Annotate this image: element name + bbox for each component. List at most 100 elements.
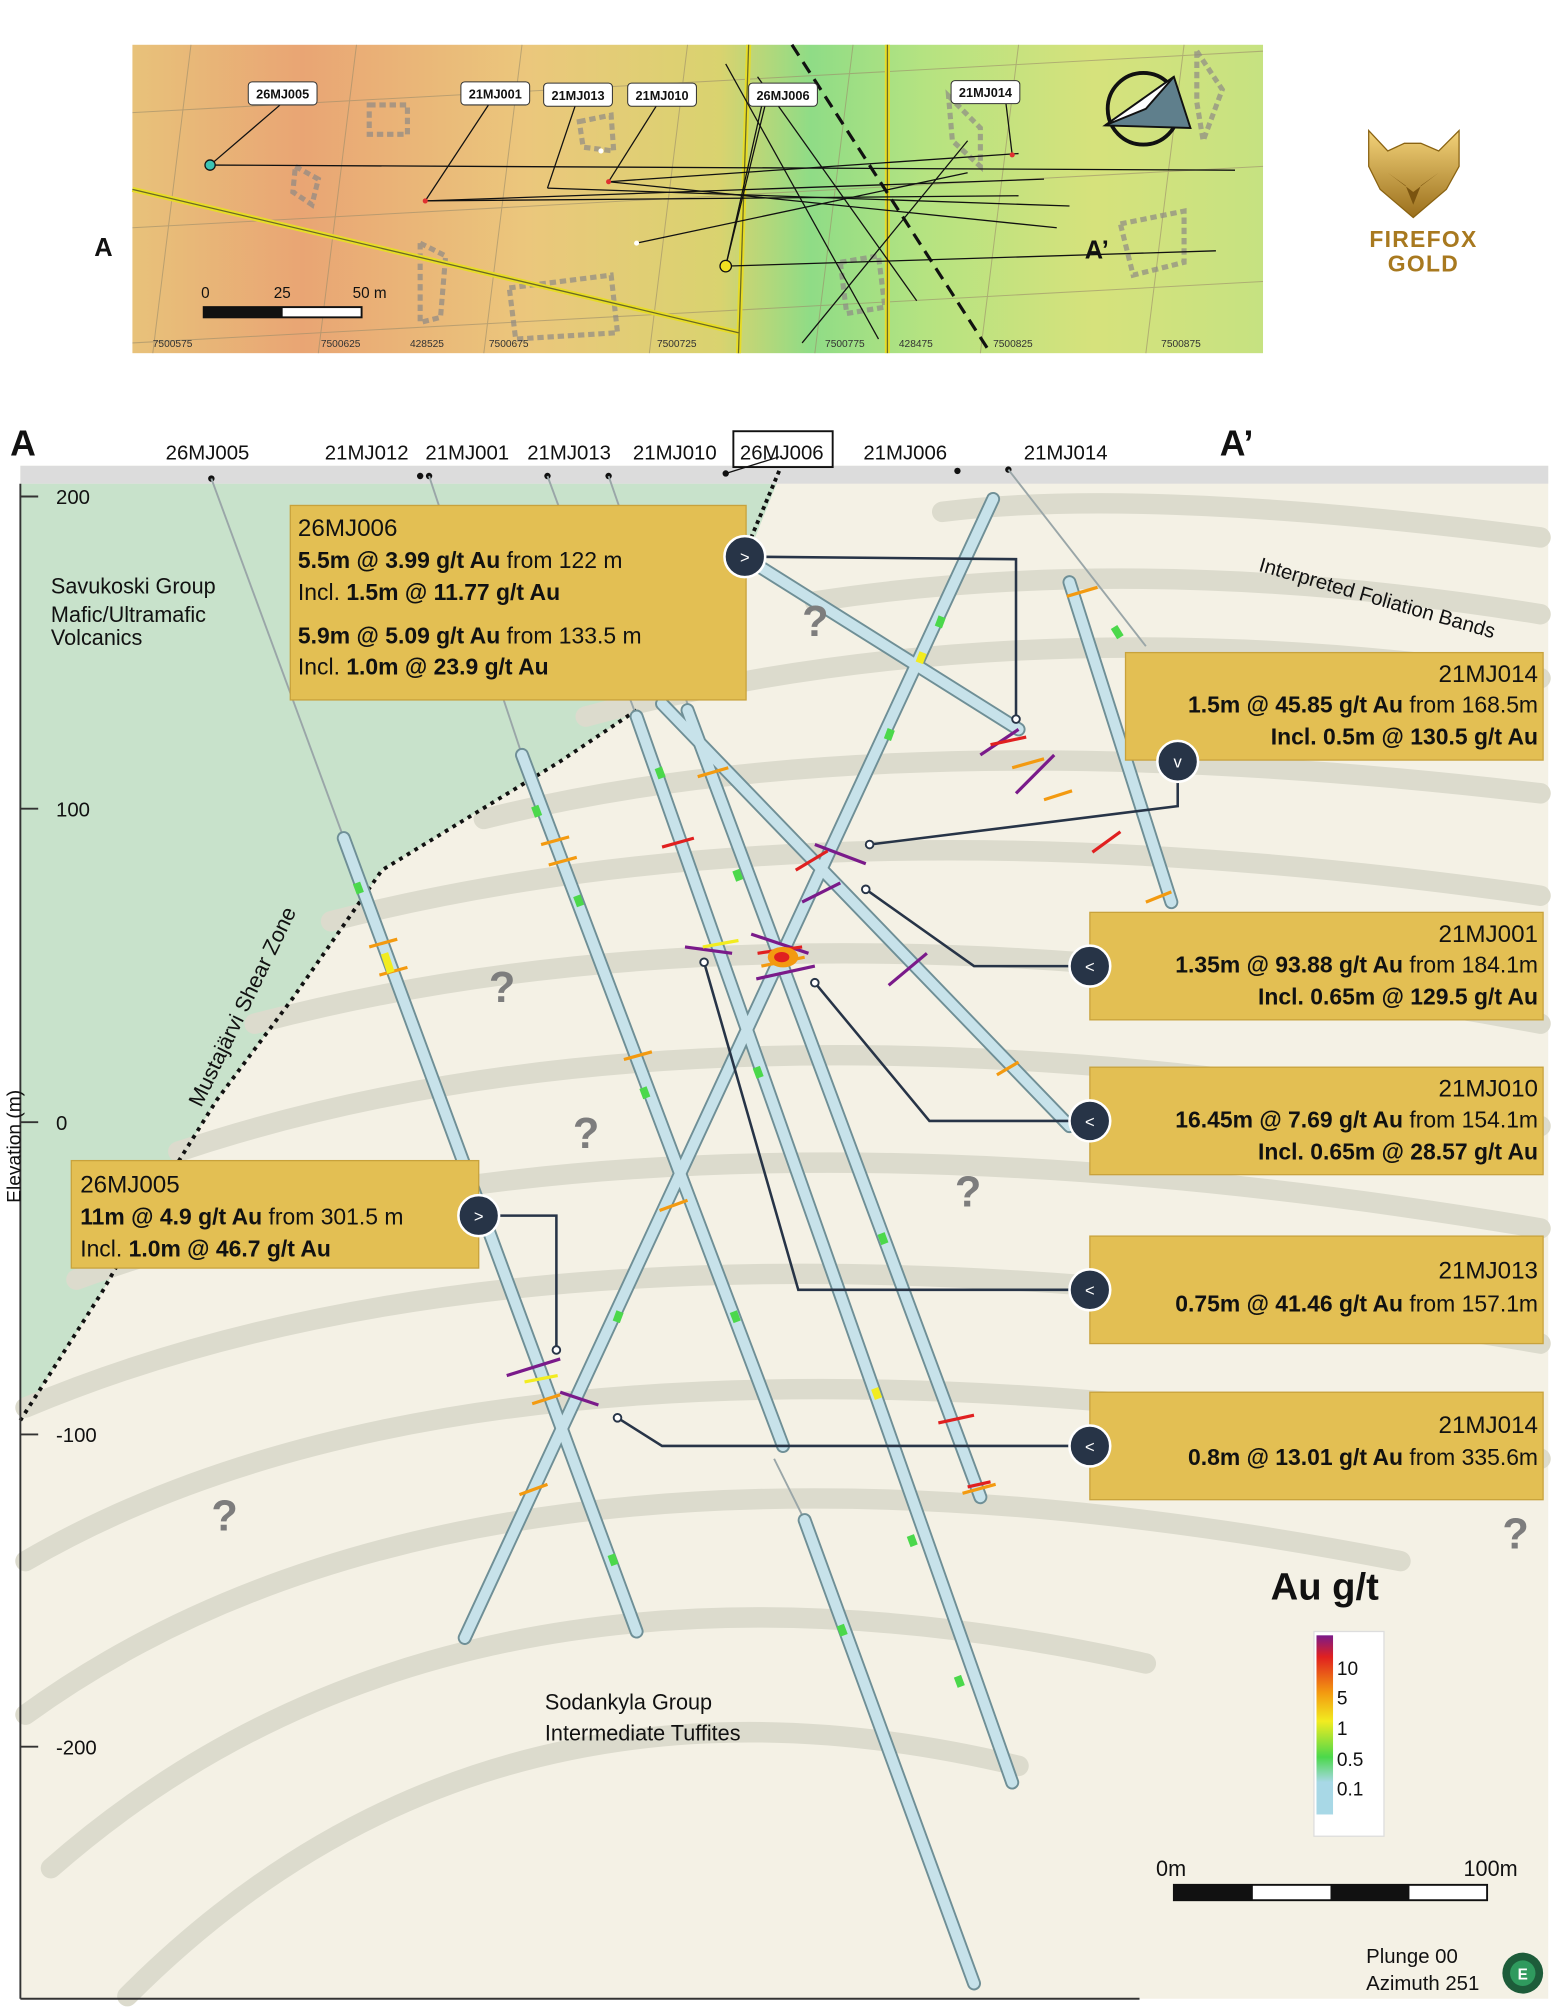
- svg-text:428475: 428475: [899, 339, 933, 350]
- y-tick-100: 100: [56, 799, 90, 821]
- callout-21mj014-lower: 21MJ014 0.8m @ 13.01 g/t Au from 335.6m …: [1068, 1391, 1544, 1501]
- callout-arrow-button[interactable]: <: [1068, 944, 1112, 988]
- svg-text:>: >: [474, 1207, 484, 1226]
- hole-label-box: [732, 430, 834, 469]
- assay-intercepts: [368, 585, 1172, 1497]
- map-hole-label-26mj006: 26MJ006: [748, 82, 818, 107]
- callout-title: 21MJ001: [1439, 921, 1539, 948]
- hole-label: 26MJ006: [740, 442, 824, 464]
- map-hole-label-21mj010: 21MJ010: [627, 82, 697, 107]
- section-label-a-prime: A’: [1220, 423, 1254, 463]
- svg-text:0.75m @ 41.46 g/t Au from 157.: 0.75m @ 41.46 g/t Au from 157.1m: [1175, 1291, 1538, 1317]
- plunge-label: Plunge 00: [1366, 1946, 1458, 1968]
- svg-text:0: 0: [201, 285, 209, 302]
- callout-arrow-button[interactable]: <: [1068, 1099, 1112, 1143]
- low-grade-segments: [352, 615, 1124, 1688]
- svg-text:11m @ 4.9 g/t Au from 301.5 m: 11m @ 4.9 g/t Au from 301.5 m: [80, 1204, 403, 1230]
- callout-title: 21MJ013: [1439, 1257, 1539, 1284]
- map-hole-label-21mj001: 21MJ001: [460, 81, 531, 106]
- svg-text:?: ?: [211, 1492, 237, 1540]
- svg-text:7500625: 7500625: [321, 339, 361, 350]
- y-tick-200: 200: [56, 487, 90, 509]
- firefox-gold-logo: FIREFOX GOLD: [1368, 128, 1477, 276]
- map-hole-text: 26MJ005: [256, 86, 309, 101]
- svg-text:?: ?: [1502, 1510, 1528, 1558]
- compass-icon: E: [1502, 1952, 1544, 1994]
- legend-tick-0-5: 0.5: [1337, 1750, 1364, 1771]
- svg-text:?: ?: [573, 1110, 599, 1158]
- svg-text:5.5m @ 3.99 g/t Au from 122 m: 5.5m @ 3.99 g/t Au from 122 m: [298, 547, 623, 573]
- svg-text:50 m: 50 m: [353, 285, 387, 302]
- hole-label: 26MJ005: [166, 442, 250, 464]
- section-label-a: A: [10, 423, 36, 463]
- map-easting-ticks: 7500575 7500625 428525 7500675 7500725 7…: [153, 339, 1201, 350]
- callout-arrow-button[interactable]: <: [1068, 1424, 1112, 1468]
- svg-text:?: ?: [489, 964, 515, 1012]
- svg-text:Incl. 1.5m @ 11.77 g/t Au: Incl. 1.5m @ 11.77 g/t Au: [298, 579, 560, 605]
- svg-text:Mafic/Ultramafic: Mafic/Ultramafic: [51, 602, 206, 627]
- callout-21mj001: 21MJ001 1.35m @ 93.88 g/t Au from 184.1m…: [1068, 911, 1544, 1021]
- svg-text:5.9m @ 5.09 g/t Au from 133.5: 5.9m @ 5.09 g/t Au from 133.5 m: [298, 623, 642, 649]
- svg-text:0.8m @ 13.01 g/t Au from 335.6: 0.8m @ 13.01 g/t Au from 335.6m: [1188, 1444, 1538, 1470]
- hole-label: 21MJ006: [863, 442, 947, 464]
- svg-text:0m: 0m: [1156, 1856, 1186, 1881]
- label-savukoski: Savukoski Group Mafic/Ultramafic Volcani…: [51, 574, 216, 650]
- svg-text:16.45m @ 7.69 g/t Au from 154.: 16.45m @ 7.69 g/t Au from 154.1m: [1175, 1106, 1538, 1132]
- callout-title: 26MJ006: [298, 515, 398, 542]
- svg-text:<: <: [1085, 1112, 1095, 1131]
- callout-arrow-button[interactable]: v: [1156, 739, 1200, 784]
- svg-text:1.5m @ 45.85 g/t Au from 168.5: 1.5m @ 45.85 g/t Au from 168.5m: [1188, 692, 1538, 718]
- y-tick-labels: 200 100 0 -100 -200: [56, 487, 97, 1759]
- view-orientation: Plunge 00 Azimuth 251 E: [1366, 1946, 1544, 1995]
- plan-map: 26MJ005 21MJ001 21MJ013 21MJ010 26MJ006 …: [94, 42, 1264, 355]
- svg-text:<: <: [1085, 1437, 1095, 1456]
- callout-title: 21MJ014: [1439, 661, 1539, 688]
- legend-tick-0-1: 0.1: [1337, 1779, 1364, 1800]
- azimuth-label: Azimuth 251: [1366, 1973, 1479, 1995]
- callout-26mj006: 26MJ006 5.5m @ 3.99 g/t Au from 122 m In…: [289, 504, 767, 701]
- callout-title: 26MJ005: [80, 1172, 180, 1199]
- map-scale-bar: 0 25 50 m: [201, 285, 387, 319]
- svg-text:25: 25: [274, 285, 291, 302]
- label-sodankyla: Sodankyla Group Intermediate Tuffites: [545, 1689, 741, 1745]
- high-grade-cluster: [767, 946, 799, 968]
- svg-text:21MJ014: 21MJ014: [959, 85, 1013, 100]
- svg-text:Incl. 0.5m @ 130.5 g/t Au: Incl. 0.5m @ 130.5 g/t Au: [1271, 724, 1538, 750]
- svg-text:Incl. 0.65m @ 28.57 g/t Au: Incl. 0.65m @ 28.57 g/t Au: [1258, 1138, 1538, 1164]
- callout-arrow-button[interactable]: >: [723, 534, 767, 579]
- logo-line-1: FIREFOX: [1369, 226, 1477, 252]
- svg-text:Incl. 0.65m @ 129.5 g/t Au: Incl. 0.65m @ 129.5 g/t Au: [1258, 983, 1538, 1009]
- map-hole-label-21mj014: 21MJ014: [950, 80, 1021, 105]
- hole-label: 21MJ014: [1024, 442, 1108, 464]
- svg-text:1.35m @ 93.88 g/t Au from 184.: 1.35m @ 93.88 g/t Au from 184.1m: [1175, 951, 1538, 977]
- callout-title: 21MJ010: [1439, 1076, 1539, 1103]
- callout-21mj014-upper: 21MJ014 1.5m @ 45.85 g/t Au from 168.5m …: [1124, 651, 1544, 784]
- hole-label: 21MJ001: [425, 442, 509, 464]
- map-label-a-prime: A’: [1085, 236, 1109, 264]
- svg-text:<: <: [1085, 1281, 1095, 1300]
- svg-text:Volcanics: Volcanics: [51, 625, 143, 650]
- au-legend: Au g/t 10 5 1 0.5 0.1: [1271, 1565, 1385, 1837]
- section-scale-bar: 0m 100m: [1156, 1856, 1518, 1902]
- svg-text:v: v: [1174, 753, 1183, 772]
- callout-26mj005: 26MJ005 11m @ 4.9 g/t Au from 301.5 m In…: [70, 1159, 501, 1269]
- hole-labels: 26MJ005 21MJ012 21MJ001 21MJ013 21MJ010 …: [166, 430, 1108, 469]
- y-tick-minus-200: -200: [56, 1737, 97, 1759]
- svg-text:26MJ006: 26MJ006: [756, 88, 809, 103]
- svg-text:100m: 100m: [1464, 1856, 1518, 1881]
- hole-label: 21MJ013: [527, 442, 611, 464]
- legend-tick-10: 10: [1337, 1659, 1358, 1680]
- svg-text:Savukoski Group: Savukoski Group: [51, 574, 216, 599]
- hole-label: 21MJ010: [633, 442, 717, 464]
- callout-21mj013: 21MJ013 0.75m @ 41.46 g/t Au from 157.1m…: [1068, 1235, 1544, 1345]
- svg-text:<: <: [1085, 957, 1095, 976]
- y-axis-title: Elevation (m): [4, 1090, 25, 1203]
- callout-arrow-button[interactable]: <: [1068, 1268, 1112, 1312]
- callout-arrow-button[interactable]: >: [457, 1193, 501, 1238]
- svg-text:Incl. 1.0m @ 46.7 g/t Au: Incl. 1.0m @ 46.7 g/t Au: [80, 1236, 331, 1262]
- svg-text:>: >: [740, 548, 750, 567]
- y-tick-minus-100: -100: [56, 1425, 97, 1447]
- svg-text:7500575: 7500575: [153, 339, 193, 350]
- svg-text:7500675: 7500675: [489, 339, 529, 350]
